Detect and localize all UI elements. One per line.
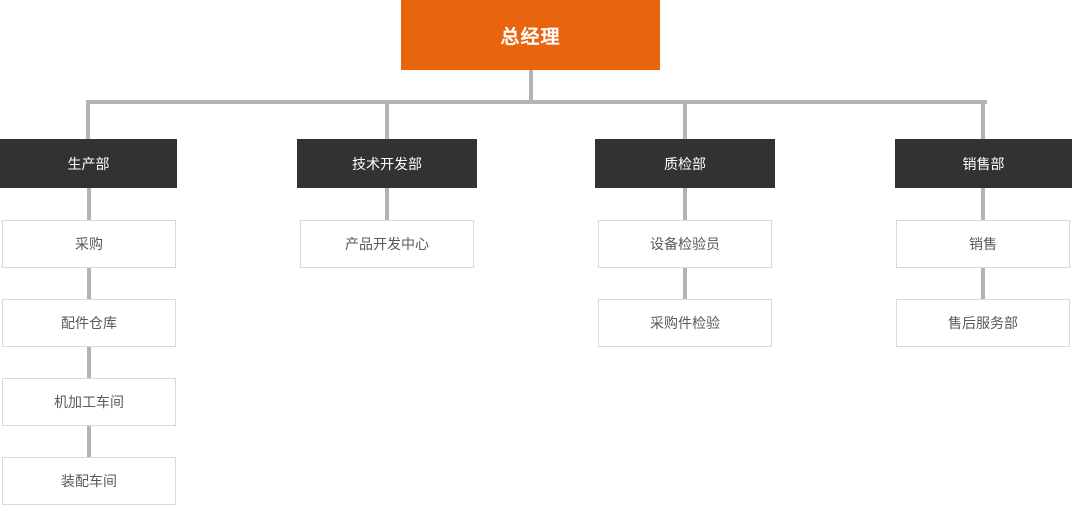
node-parts-warehouse[interactable]: 配件仓库 (2, 299, 176, 347)
connector-production-child2 (87, 268, 91, 299)
connector-tech-child1 (385, 188, 389, 220)
node-production-dept[interactable]: 生产部 (0, 139, 177, 188)
node-procurement[interactable]: 采购 (2, 220, 176, 268)
node-sales[interactable]: 销售 (896, 220, 1070, 268)
connector-stub-production (86, 100, 90, 139)
connector-stub-tech (385, 100, 389, 139)
connector-production-child3 (87, 347, 91, 378)
connector-sales-child2 (981, 268, 985, 299)
node-equipment-inspector[interactable]: 设备检验员 (598, 220, 772, 268)
node-quality-inspection-dept[interactable]: 质检部 (595, 139, 775, 188)
node-tech-development-dept[interactable]: 技术开发部 (297, 139, 477, 188)
node-after-sales-service[interactable]: 售后服务部 (896, 299, 1070, 347)
connector-qc-child1 (683, 188, 687, 220)
node-general-manager[interactable]: 总经理 (401, 0, 660, 70)
connector-stub-qc (683, 100, 687, 139)
connector-root-stub (529, 70, 533, 101)
connector-stub-sales (981, 100, 985, 139)
node-purchased-parts-inspection[interactable]: 采购件检验 (598, 299, 772, 347)
node-sales-dept[interactable]: 销售部 (895, 139, 1072, 188)
connector-production-child1 (87, 188, 91, 220)
connector-production-child4 (87, 426, 91, 457)
node-assembly-workshop[interactable]: 装配车间 (2, 457, 176, 505)
connector-horizontal-rail (86, 100, 987, 104)
node-product-dev-center[interactable]: 产品开发中心 (300, 220, 474, 268)
connector-sales-child1 (981, 188, 985, 220)
connector-qc-child2 (683, 268, 687, 299)
node-machining-workshop[interactable]: 机加工车间 (2, 378, 176, 426)
